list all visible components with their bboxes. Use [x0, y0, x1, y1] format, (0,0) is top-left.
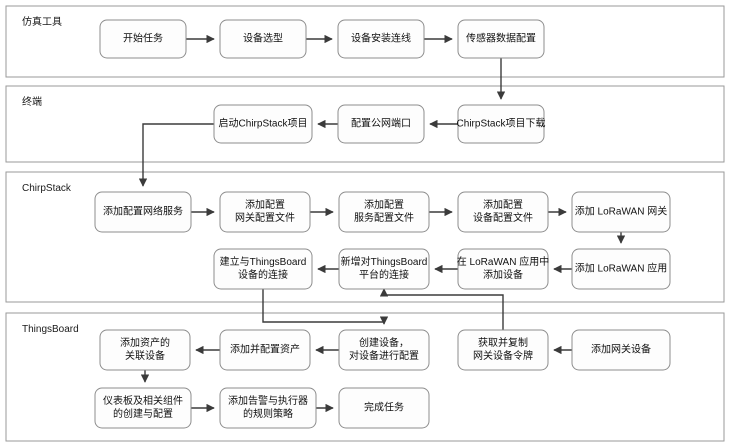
node-box[interactable]: [457, 329, 549, 371]
node-box[interactable]: [99, 329, 191, 371]
node-box[interactable]: [219, 19, 307, 59]
node-label-line: 添加配置网络服务: [103, 205, 183, 218]
swimlane-终端: 终端: [5, 85, 725, 163]
node-label-line: 完成任务: [364, 401, 404, 414]
node-box[interactable]: [338, 191, 430, 233]
node-label-line: 创建设备，: [359, 336, 409, 349]
node-label-line: 添加网关设备: [591, 343, 651, 356]
node-label-line: 服务配置文件: [354, 211, 414, 224]
node-box[interactable]: [219, 191, 311, 233]
node-add-gw-device[interactable]: 添加网关设备: [571, 329, 671, 371]
node-device-install[interactable]: 设备安装连线: [337, 19, 425, 59]
node-box[interactable]: [571, 248, 671, 290]
node-start[interactable]: 开始任务: [99, 19, 187, 59]
process-nodes: 开始任务 设备选型 设备安装连线 传感器数据配置 ChirpStack项目下载 配置公网端…: [94, 19, 671, 429]
node-chirp-start[interactable]: 启动ChirpStack项目: [213, 104, 313, 144]
node-label-line: 开始任务: [123, 32, 163, 45]
node-box[interactable]: [457, 19, 545, 59]
node-label-line: 在 LoRaWAN 应用中: [457, 255, 549, 268]
node-label-line: 配置公网端口: [351, 117, 411, 130]
node-box[interactable]: [457, 191, 549, 233]
node-net-service[interactable]: 添加配置网络服务: [94, 191, 192, 233]
swimlane-label: 终端: [22, 95, 42, 108]
node-box[interactable]: [338, 387, 430, 429]
node-public-port[interactable]: 配置公网端口: [337, 104, 425, 144]
connector-tb-device-conn-to-create-device: [262, 289, 389, 325]
node-label-line: 设备安装连线: [351, 32, 411, 45]
node-label-line: 添加设备: [483, 268, 523, 281]
node-box[interactable]: [571, 329, 671, 371]
node-label-line: 的规则策略: [243, 407, 293, 420]
node-label-line: ChirpStack项目下载: [457, 118, 546, 130]
node-box[interactable]: [219, 329, 311, 371]
node-label-line: 仪表板及相关组件: [103, 394, 183, 407]
node-label-line: 新增对ThingsBoard: [341, 255, 428, 268]
connectors: [138, 34, 626, 413]
node-lorawan-gw[interactable]: 添加 LoRaWAN 网关: [571, 191, 671, 233]
node-label-line: 对设备进行配置: [349, 349, 419, 362]
swimlane-label: ChirpStack: [22, 183, 72, 194]
node-label-line: 添加 LoRaWAN 应用: [575, 262, 667, 275]
node-label-line: 添加告警与执行器: [228, 394, 308, 407]
node-box[interactable]: [99, 19, 187, 59]
node-box[interactable]: [337, 19, 425, 59]
node-label-line: 获取并复制: [478, 336, 528, 349]
connector-copy-token-to-tb-platform-conn: [379, 288, 504, 330]
node-label-line: 设备选型: [243, 32, 283, 45]
node-label-line: 启动ChirpStack项目: [219, 117, 308, 130]
swimlane-label: ThingsBoard: [22, 324, 79, 335]
node-box[interactable]: [338, 329, 430, 371]
node-box[interactable]: [338, 248, 430, 290]
node-label-line: 添加并配置资产: [230, 343, 300, 356]
node-label-line: 建立与ThingsBoard: [220, 255, 307, 268]
node-add-asset[interactable]: 添加并配置资产: [219, 329, 311, 371]
node-label-line: 网关配置文件: [235, 211, 295, 224]
node-box[interactable]: [457, 104, 545, 144]
node-finish[interactable]: 完成任务: [338, 387, 430, 429]
node-sensor-config[interactable]: 传感器数据配置: [457, 19, 545, 59]
node-lorawan-app[interactable]: 添加 LoRaWAN 应用: [571, 248, 671, 290]
node-chirp-download[interactable]: ChirpStack项目下载: [457, 104, 546, 144]
node-box[interactable]: [213, 104, 313, 144]
node-box[interactable]: [213, 248, 313, 290]
connector-chirp-start-to-net-service: [138, 123, 214, 187]
node-label-line: 添加配置: [245, 198, 285, 211]
node-label-line: 平台的连接: [359, 268, 409, 281]
node-label-line: 的创建与配置: [113, 407, 173, 420]
node-label-line: 传感器数据配置: [466, 32, 536, 45]
node-box[interactable]: [337, 104, 425, 144]
node-box[interactable]: [571, 191, 671, 233]
node-box[interactable]: [457, 248, 549, 290]
node-label-line: 添加配置: [364, 198, 404, 211]
node-box[interactable]: [94, 387, 192, 429]
node-label-line: 添加配置: [483, 198, 523, 211]
swimlane-box: [5, 85, 725, 163]
node-label-line: 设备的连接: [238, 268, 288, 281]
node-label-line: 关联设备: [125, 349, 165, 362]
node-label-line: 设备配置文件: [473, 211, 533, 224]
node-box[interactable]: [94, 191, 192, 233]
node-box[interactable]: [219, 387, 317, 429]
node-label-line: 添加 LoRaWAN 网关: [575, 205, 667, 218]
node-label-line: 网关设备令牌: [473, 349, 533, 362]
node-label-line: 添加资产的: [120, 336, 170, 349]
swimlane-label: 仿真工具: [22, 15, 62, 28]
node-create-device[interactable]: 创建设备，对设备进行配置: [338, 329, 430, 371]
node-device-select[interactable]: 设备选型: [219, 19, 307, 59]
